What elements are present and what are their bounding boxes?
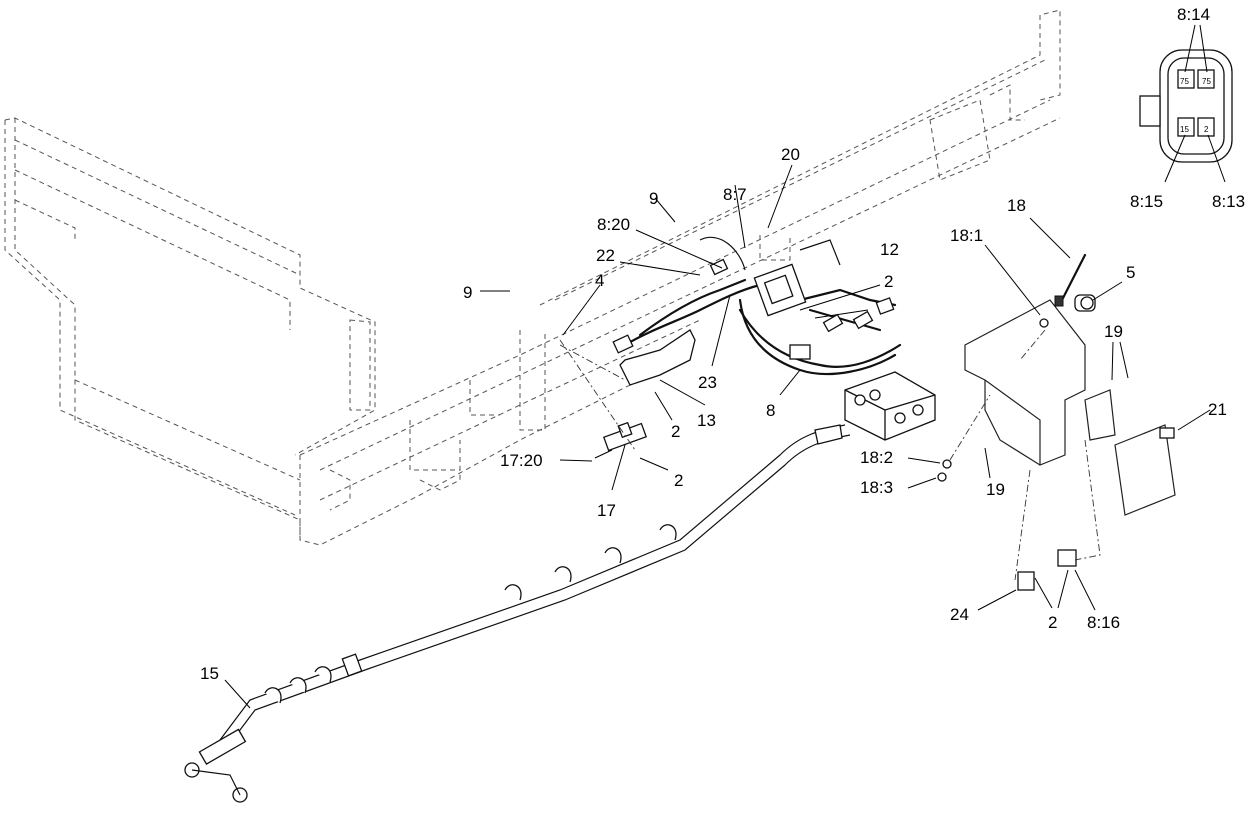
pin-label: 2 xyxy=(1204,125,1209,134)
pin-label: 15 xyxy=(1180,125,1189,134)
callout-8-20: 8:20 xyxy=(597,215,630,234)
switch-17 xyxy=(594,421,648,459)
callout-13: 13 xyxy=(697,411,716,430)
pin-label: 75 xyxy=(1180,77,1189,86)
callout-5: 5 xyxy=(1126,263,1135,282)
relay-8-16 xyxy=(1057,549,1077,567)
connector-detail: 75 75 15 2 xyxy=(1139,49,1233,163)
callout-22: 22 xyxy=(596,246,615,265)
callout-17-20: 17:20 xyxy=(500,451,543,470)
callout-17: 17 xyxy=(597,501,616,520)
callout-18: 18 xyxy=(1007,196,1026,215)
callout-18-2: 18:2 xyxy=(860,448,893,467)
callout-2: 2 xyxy=(674,471,683,490)
callout-labels: 8:14 8:15 8:13 20 9 8:7 8:20 22 9 4 12 2… xyxy=(200,5,1245,683)
hydraulic-hose-15 xyxy=(184,424,851,803)
callout-4: 4 xyxy=(595,271,604,290)
sensor-18 xyxy=(1039,253,1087,328)
callout-18-1: 18:1 xyxy=(950,226,983,245)
relay-24 xyxy=(1017,571,1035,591)
callout-23: 23 xyxy=(698,373,717,392)
callout-12: 12 xyxy=(880,240,899,259)
bracket-13 xyxy=(619,329,696,386)
callout-2: 2 xyxy=(671,422,680,441)
leader-lines xyxy=(224,24,1226,709)
callout-8-14: 8:14 xyxy=(1177,5,1210,24)
callout-18-3: 18:3 xyxy=(860,478,893,497)
callout-9: 9 xyxy=(649,189,658,208)
callout-8-15: 8:15 xyxy=(1130,192,1163,211)
mount-bracket xyxy=(964,294,1176,516)
callout-8-16: 8:16 xyxy=(1087,613,1120,632)
pin-label: 75 xyxy=(1202,77,1211,86)
callout-8-13: 8:13 xyxy=(1212,192,1245,211)
callout-8: 8 xyxy=(766,401,775,420)
callout-9: 9 xyxy=(463,283,472,302)
callout-8-7: 8:7 xyxy=(723,185,747,204)
callout-2: 2 xyxy=(884,272,893,291)
callout-19: 19 xyxy=(986,480,1005,499)
callout-2: 2 xyxy=(1048,613,1057,632)
o-ring-18-2 xyxy=(942,459,952,469)
callout-21: 21 xyxy=(1208,400,1227,419)
main-wire-harness xyxy=(612,236,902,376)
dash-guides xyxy=(559,329,1101,581)
callout-15: 15 xyxy=(200,664,219,683)
callout-24: 24 xyxy=(950,605,969,624)
o-ring-18-3 xyxy=(937,472,947,482)
valve-block xyxy=(844,371,936,441)
callout-19: 19 xyxy=(1104,322,1123,341)
chassis-frame xyxy=(4,9,1061,546)
callout-20: 20 xyxy=(781,145,800,164)
